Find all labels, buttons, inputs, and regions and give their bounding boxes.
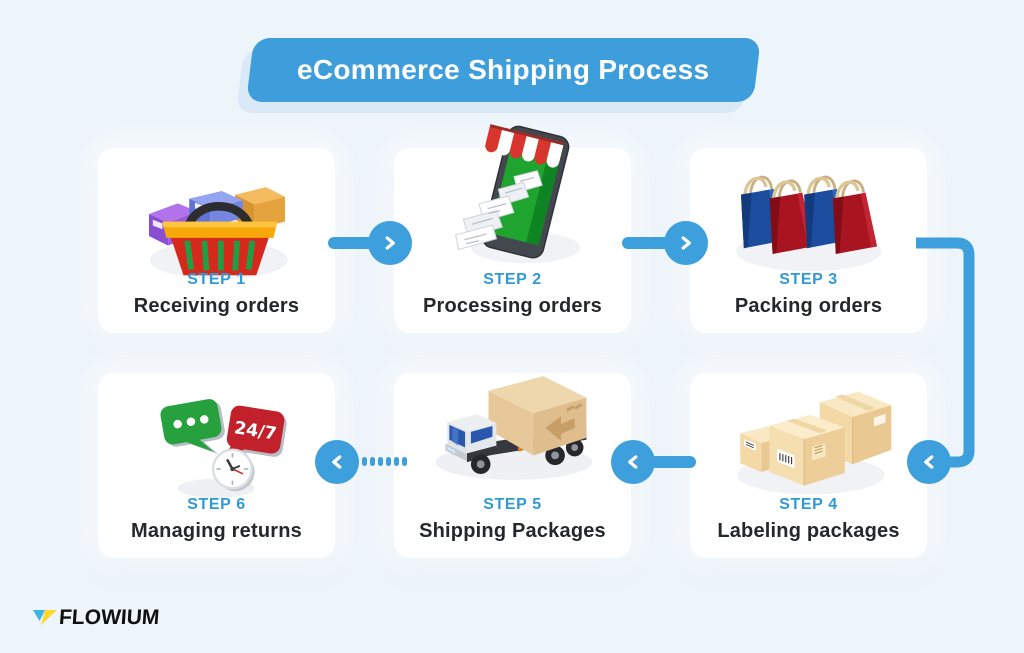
flowium-logo-text: FLOWIUM	[58, 606, 161, 629]
step-card-3: STEP 3 Packing orders	[690, 148, 927, 333]
chevron-right-icon	[681, 236, 691, 250]
connector-bar-4-5	[650, 456, 696, 468]
step-label: STEP 1	[187, 271, 246, 288]
step-label: STEP 2	[483, 271, 542, 288]
step-name: Labeling packages	[717, 520, 900, 542]
chevron-right-icon	[385, 236, 395, 250]
step-name: Managing returns	[131, 520, 302, 542]
delivery-truck-icon	[420, 369, 606, 485]
cardboard-boxes-icon	[717, 379, 901, 505]
connector-elbow-3-4	[916, 237, 975, 468]
step-label: STEP 3	[779, 271, 838, 288]
step-name: Packing orders	[734, 295, 883, 317]
chevron-left-icon	[332, 455, 342, 469]
step-name: Receiving orders	[133, 295, 300, 317]
page-title: eCommerce Shipping Process	[297, 54, 710, 85]
chevron-left-node-3	[907, 440, 951, 484]
step-card-5: STEP 5 Shipping Packages	[394, 373, 631, 558]
dotted-connector-5-6	[362, 457, 407, 466]
shopping-basket-icon	[126, 162, 308, 287]
chevron-right-node-1	[368, 221, 412, 265]
shopping-bags-icon	[718, 158, 900, 283]
step-card-6: 24/7 STEP 6 Managing returns	[98, 373, 335, 558]
step-label: STEP 6	[187, 496, 246, 513]
step-label: STEP 4	[779, 496, 838, 513]
mobile-storefront-receipt-icon	[440, 124, 586, 268]
connector-bar-2-3	[622, 237, 676, 249]
chevron-left-icon	[924, 455, 934, 469]
chevron-left-node-4	[611, 440, 655, 484]
chat-bubbles-24-7-clock-icon: 24/7	[135, 379, 299, 505]
step-card-2: STEP 2 Processing orders	[394, 124, 631, 333]
flowium-logo-mark-icon	[33, 610, 57, 625]
step-card-1: STEP 1 Receiving orders	[98, 148, 335, 333]
chevron-left-node-5	[315, 440, 359, 484]
step-name: Processing orders	[422, 295, 603, 317]
step-name: Shipping Packages	[419, 520, 606, 542]
step-label: STEP 5	[483, 496, 542, 513]
title-banner: eCommerce Shipping Process	[236, 38, 761, 113]
flowium-logo: FLOWIUM	[32, 606, 161, 630]
step-card-4: STEP 4 Labeling packages	[690, 373, 927, 558]
chevron-right-node-2	[664, 221, 708, 265]
chevron-left-icon	[628, 455, 638, 469]
